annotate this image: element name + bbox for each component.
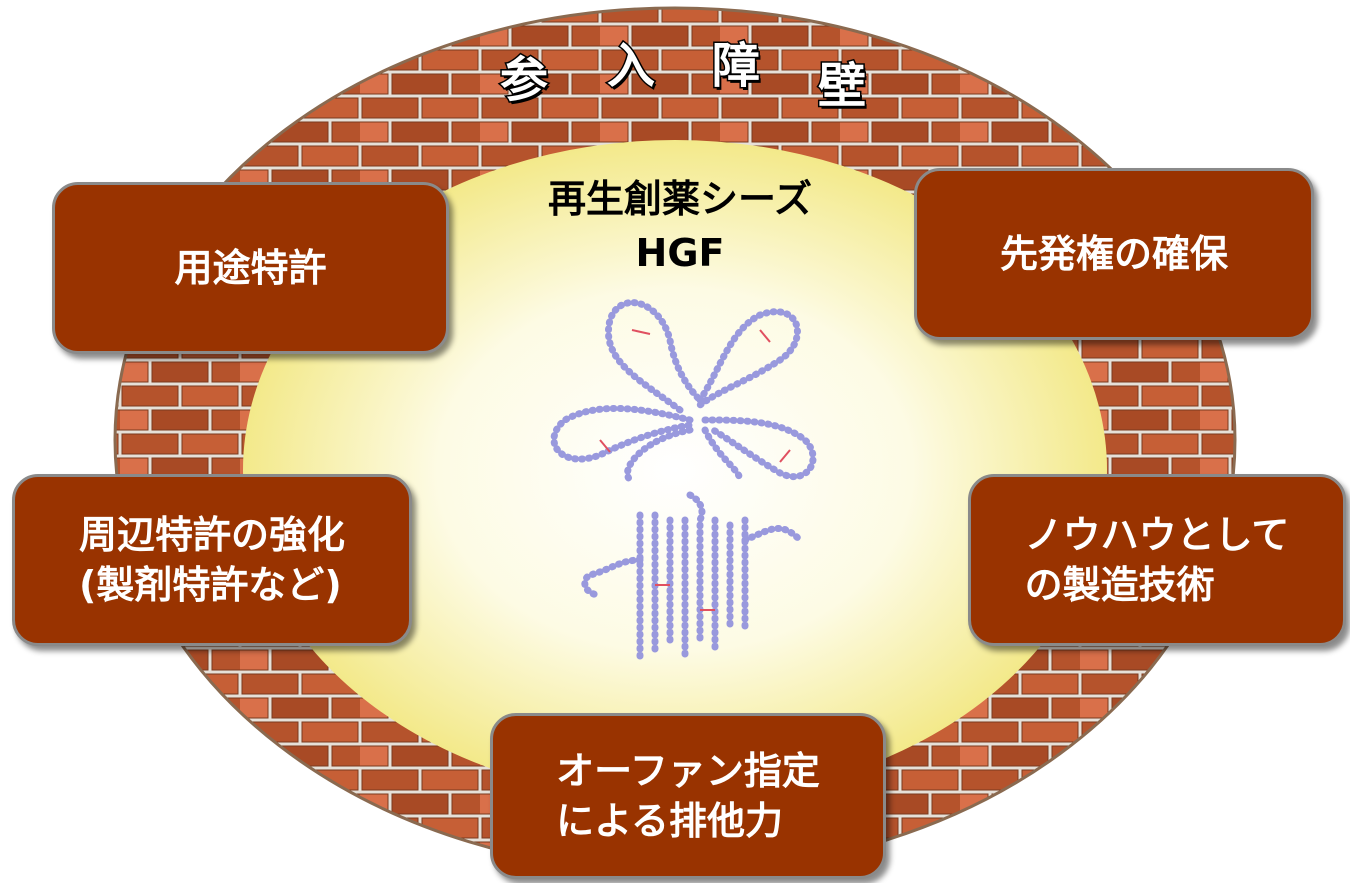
box-use-patent-label: 用途特許 [174,246,327,290]
disulfide-bonds [599,329,791,611]
box-peripheral-line1: 周辺特許の強化 [78,513,345,557]
box-knowhow-line1: ノウハウとして [1024,513,1290,557]
box-knowhow: ノウハウとして の製造技術 [968,474,1346,646]
box-first-mover-label: 先発権の確保 [999,232,1228,276]
title-char-3: 障 [710,37,761,96]
glow-ellipse-inner [243,140,1107,800]
box-use-patent: 用途特許 [52,182,449,354]
box-orphan-designation: オーファン指定 による排他力 [490,713,886,879]
box-first-mover: 先発権の確保 [914,168,1314,340]
box-peripheral-line2: (製剤特許など) [78,563,342,607]
title-char-4: 壁 [816,57,867,116]
title-char-2: 入 [605,37,656,96]
box-orphan-line2: による排他力 [556,799,783,843]
hgf-molecule-icon [550,299,817,664]
center-label: 再生創薬シーズ HGF [470,172,890,280]
box-orphan-line1: オーファン指定 [556,749,820,793]
box-peripheral-patent: 周辺特許の強化 (製剤特許など) [12,474,412,646]
center-label-line1: 再生創薬シーズ [547,177,813,221]
box-knowhow-line2: の製造技術 [1024,563,1215,607]
title-char-1: 参 [498,51,549,110]
center-label-line2: HGF [635,231,725,275]
